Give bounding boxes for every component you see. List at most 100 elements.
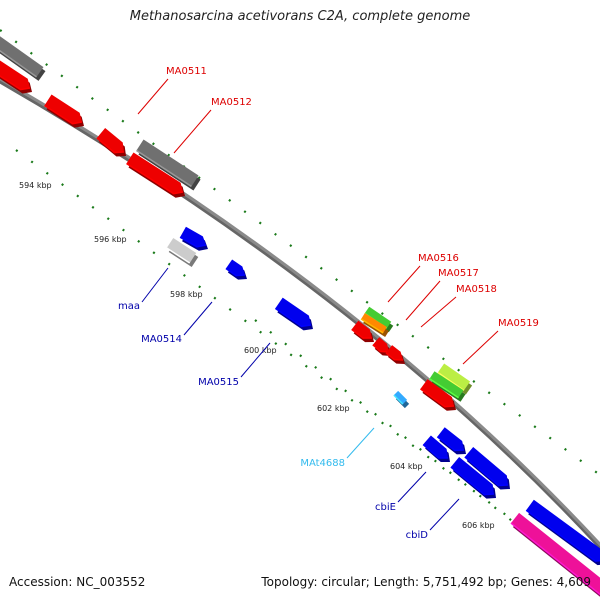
gray-feature-face <box>136 139 199 187</box>
reverse-gene-block-highlight <box>179 236 207 248</box>
pink-feature[interactable] <box>510 512 600 599</box>
label-leader-line <box>429 498 460 531</box>
reverse-gene-block[interactable] <box>274 297 313 331</box>
forward-gene-block-highlight <box>372 344 390 353</box>
reverse-gene-block-highlight <box>450 466 495 496</box>
gene-label[interactable]: cbiD <box>406 530 429 541</box>
forward-gene-block-highlight <box>96 137 125 154</box>
gene-label[interactable]: MA0515 <box>198 377 239 388</box>
green-feature-face <box>429 371 464 398</box>
gray-feature[interactable] <box>166 237 199 268</box>
label-leader-line <box>173 109 212 154</box>
trna-feature-highlight <box>393 394 404 405</box>
gene-label[interactable]: MAt4688 <box>300 458 345 469</box>
forward-gene-block-face <box>372 337 389 352</box>
label-leader-line <box>346 427 375 459</box>
inner-tick-track <box>15 149 600 586</box>
reverse-gene-block-face <box>423 435 448 458</box>
forward-gene-block-face <box>44 94 82 124</box>
forward-gene-block[interactable] <box>385 345 405 364</box>
gray-feature-highlight <box>0 49 37 78</box>
genes-count-label: Genes: 4,609 <box>503 575 591 589</box>
trna-feature[interactable] <box>393 390 410 409</box>
yellow-green-feature[interactable] <box>437 363 473 395</box>
genome-backbone <box>0 77 600 547</box>
reverse-gene-block[interactable] <box>179 226 208 251</box>
reverse-gene-block-face <box>437 427 464 451</box>
forward-gene-block-highlight <box>351 328 373 339</box>
trna-feature-face <box>393 390 408 405</box>
pink-feature-highlight <box>510 522 600 596</box>
label-leader-line <box>141 267 169 303</box>
gene-label[interactable]: cbiE <box>375 502 396 513</box>
label-leader-line <box>420 296 457 328</box>
forward-gene-block-highlight <box>385 352 404 361</box>
forward-gene-block-face <box>0 60 30 90</box>
forward-gene-block-highlight <box>420 388 455 408</box>
label-leader-line <box>183 301 213 336</box>
forward-gene-block[interactable] <box>351 320 374 343</box>
kbp-tick-label: 604 kbp <box>390 462 423 471</box>
gene-label[interactable]: MA0516 <box>418 253 459 264</box>
kbp-tick-label: 606 kbp <box>462 521 495 530</box>
gene-label[interactable]: MA0512 <box>211 97 252 108</box>
gene-label[interactable]: MA0519 <box>498 318 539 329</box>
kbp-tick-label: 594 kbp <box>19 181 52 190</box>
reverse-gene-block-highlight <box>436 436 465 452</box>
label-leader-line <box>397 471 427 503</box>
green-feature-highlight <box>429 378 459 399</box>
gene-label[interactable]: MA0517 <box>438 268 479 279</box>
label-leader-line <box>240 342 271 378</box>
forward-gene-block[interactable] <box>126 152 185 198</box>
reverse-gene-block[interactable] <box>464 447 510 490</box>
reverse-gene-block-highlight <box>225 267 246 277</box>
forward-gene-block-face <box>126 152 183 194</box>
gene-label[interactable]: MA0518 <box>456 284 497 295</box>
orange-feature-highlight <box>360 318 384 334</box>
gene-label[interactable]: MA0514 <box>141 334 182 345</box>
gray-feature[interactable] <box>0 35 46 81</box>
outer-tick-track <box>0 29 600 476</box>
green-feature[interactable] <box>429 371 466 402</box>
gray-feature-face <box>0 36 44 77</box>
topology-label: Topology: circular <box>261 575 366 589</box>
gray-feature[interactable] <box>136 139 201 191</box>
gene-label[interactable]: MA0511 <box>166 66 207 77</box>
reverse-gene-block[interactable] <box>525 499 600 566</box>
reverse-gene-block-face <box>464 447 508 486</box>
orange-feature[interactable] <box>360 313 389 337</box>
forward-gene-block-face <box>351 320 372 339</box>
forward-gene-block-highlight <box>0 75 31 91</box>
reverse-gene-block[interactable] <box>436 427 466 455</box>
reverse-gene-block[interactable] <box>225 259 247 280</box>
forward-gene-block[interactable] <box>420 379 456 411</box>
reverse-gene-block-face <box>450 456 494 495</box>
gene-label[interactable]: maa <box>118 301 140 312</box>
gray-feature-highlight <box>166 247 191 264</box>
gray-feature-face <box>166 237 197 264</box>
kbp-tick-label: 600 kbp <box>244 346 277 355</box>
forward-gene-block-face <box>420 379 454 407</box>
yellow-green-feature-face <box>437 363 471 391</box>
length-label: Length: 5,751,492 bp <box>366 575 503 589</box>
forward-gene-block[interactable] <box>96 127 126 157</box>
reverse-gene-block-highlight <box>525 509 600 562</box>
forward-gene-block[interactable] <box>0 60 32 94</box>
reverse-gene-block[interactable] <box>422 435 450 462</box>
gray-feature-highlight <box>136 149 192 188</box>
center-tick-track <box>254 319 586 579</box>
forward-gene-block-highlight <box>44 104 83 125</box>
orange-feature-face <box>361 313 387 333</box>
kbp-tick-label: 598 kbp <box>170 290 203 299</box>
label-leader-line <box>137 78 169 115</box>
reverse-gene-block-highlight <box>422 443 448 459</box>
forward-gene-block-face <box>96 127 124 153</box>
kbp-tick-label: 596 kbp <box>94 235 127 244</box>
forward-gene-block[interactable] <box>44 94 84 128</box>
summary-label: Topology: circularLength: 5,751,492 bpGe… <box>261 575 591 589</box>
label-leader-line <box>387 265 421 303</box>
accession-label: Accession: NC_003552 <box>9 575 146 589</box>
reverse-gene-block-face <box>526 499 600 562</box>
reverse-gene-block[interactable] <box>450 456 496 499</box>
